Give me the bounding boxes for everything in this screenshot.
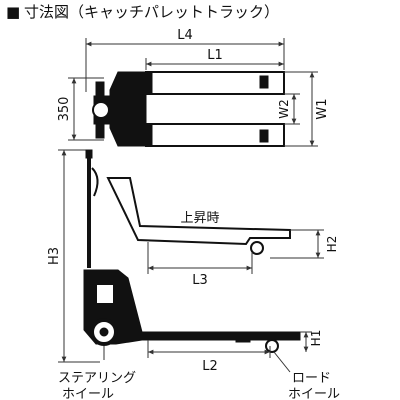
- title-marker: ■: [6, 3, 20, 21]
- handle-bracket-top-lower: [95, 123, 105, 139]
- h3-label: H3: [47, 247, 62, 265]
- chassis-top: [109, 71, 147, 147]
- fork-lower-root: [145, 123, 153, 147]
- load-wheel-leader: [273, 351, 291, 373]
- l4-label: L4: [177, 28, 193, 43]
- fork-upper-roller: [259, 75, 269, 89]
- side-view: H3 上昇時 H2 L3 H1: [47, 149, 340, 400]
- w1-label: W1: [315, 98, 330, 119]
- steering-hub-top: [92, 101, 110, 119]
- lifted-fork-outline: [106, 177, 291, 246]
- load-wheel-label-2: ホイール: [288, 387, 340, 400]
- l3-label: L3: [192, 273, 208, 288]
- fork-upper-root: [145, 71, 153, 95]
- l2-label: L2: [202, 359, 218, 374]
- fork-bracket: [235, 333, 251, 343]
- steering-wheel-label-1: ステアリング: [58, 371, 136, 386]
- load-wheel: [265, 339, 279, 353]
- handle-grip: [85, 149, 93, 159]
- steering-wheel-hub: [99, 327, 109, 337]
- h1-label: H1: [309, 330, 323, 347]
- diagram-title: 寸法図（キャッチパレットトラック）: [24, 3, 279, 21]
- handle-lever: [91, 167, 99, 197]
- pump-cylinder: [95, 283, 115, 305]
- lifted-load-wheel: [250, 241, 264, 255]
- h2-label: H2: [325, 236, 339, 253]
- truck-body-side: [83, 269, 301, 345]
- w2-label: W2: [277, 99, 291, 119]
- width-350-label: 350: [57, 97, 72, 122]
- fork-lower-roller: [259, 129, 269, 143]
- handle-bracket-top-upper: [95, 81, 105, 97]
- l1-label: L1: [207, 48, 223, 63]
- steering-wheel-label-2: ホイール: [62, 387, 114, 400]
- top-view: L4 L1 W1 W2 350: [57, 28, 330, 147]
- load-wheel-label-1: ロード: [292, 371, 331, 386]
- lifted-label: 上昇時: [180, 211, 219, 226]
